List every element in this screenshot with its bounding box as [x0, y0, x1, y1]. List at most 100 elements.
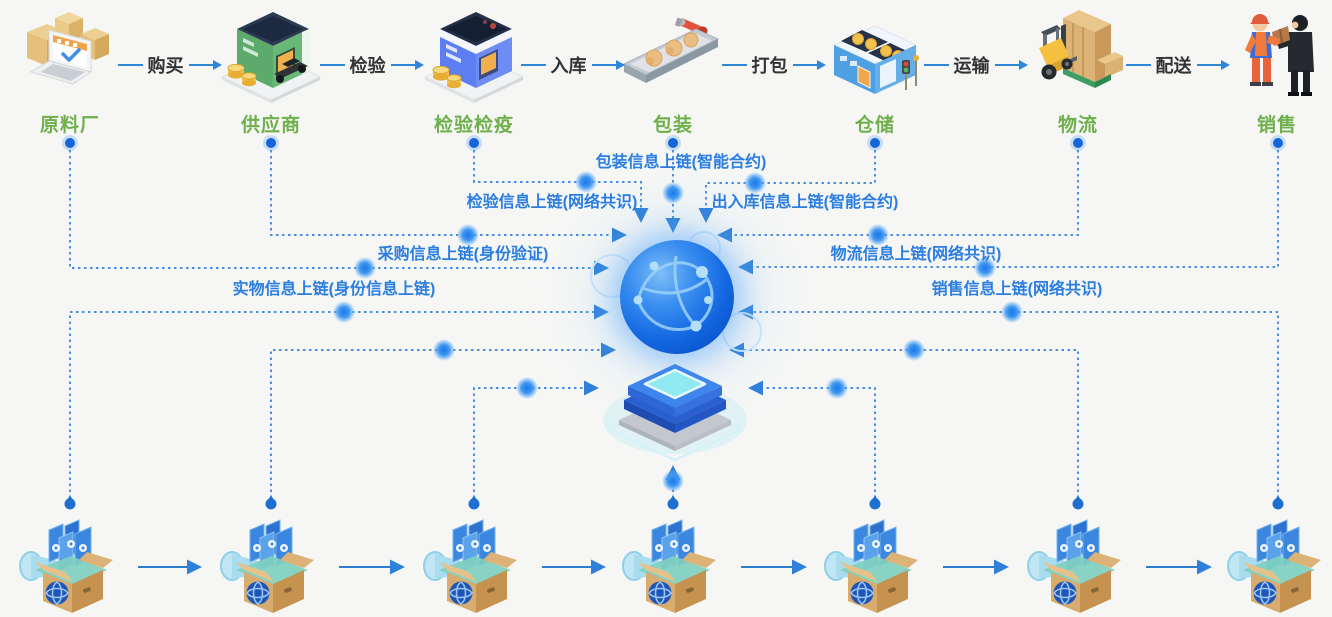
arrow-line — [521, 64, 546, 66]
sales-handover-icon — [1245, 14, 1314, 96]
glow-dot — [433, 339, 455, 361]
flow-arrow-pack: 打包 — [722, 52, 826, 78]
flow-arrow-inspect: 检验 — [320, 52, 424, 78]
link-box6-to-globe — [729, 342, 1079, 498]
flow-arrow-deliver: 配送 — [1126, 52, 1230, 78]
flow-label: 配送 — [1155, 56, 1192, 76]
raw-material-factory-icon — [27, 12, 109, 85]
chain-label-warehouse-in-out: 出入库信息上链(智能合约) — [711, 194, 899, 211]
flow-arrow-transport: 运输 — [924, 52, 1028, 78]
chain-label-packaging: 包装信息上链(智能合约) — [595, 154, 767, 171]
arrow-head-icon — [415, 60, 424, 70]
blockchain-product-box-icon — [220, 519, 315, 614]
link-box3-to-chip — [473, 380, 599, 498]
stage-packaging: 包装 — [618, 4, 728, 137]
supplier-building-icon — [220, 12, 322, 103]
arrow-line — [722, 64, 747, 66]
chain-label-physical: 实物信息上链(身份信息上链) — [232, 281, 436, 298]
arrow-line — [591, 64, 616, 66]
pin-marker-icon — [466, 496, 482, 512]
warehouse-building-icon — [832, 25, 919, 94]
stage-label: 原料厂 — [39, 115, 100, 136]
pin-marker-icon — [1070, 496, 1086, 512]
product-box-1 — [15, 512, 125, 614]
arrow-head-icon — [817, 60, 826, 70]
glow-dot — [903, 339, 925, 361]
glow-dot — [1001, 301, 1023, 323]
blockchain-network-globe — [620, 240, 734, 354]
link-box1-to-globe — [69, 304, 609, 498]
stage-label: 物流 — [1057, 115, 1098, 136]
node-dot — [266, 138, 276, 148]
stage-label: 销售 — [1256, 115, 1297, 136]
chain-label-logistics: 物流信息上链(网络共识) — [830, 246, 1002, 263]
pin-marker-icon — [62, 496, 78, 512]
stage-label: 供应商 — [240, 115, 301, 136]
blockchain-product-box-icon — [19, 519, 114, 614]
arrow-line — [118, 64, 143, 66]
node-dot — [1073, 138, 1083, 148]
arrow-line — [994, 64, 1019, 66]
flow-label: 打包 — [751, 56, 788, 76]
blockchain-product-box-icon — [423, 519, 518, 614]
stage-logistics: 物流 — [1023, 4, 1133, 137]
node-dot — [668, 138, 678, 148]
node-dot — [870, 138, 880, 148]
blockchain-product-box-icon — [1027, 519, 1122, 614]
arrow-head-icon — [1019, 60, 1028, 70]
node-dot — [1273, 138, 1283, 148]
blockchain-product-box-icon — [824, 519, 919, 614]
arrow-head-icon — [213, 60, 222, 70]
arrow-line — [390, 64, 415, 66]
product-box-6 — [1023, 512, 1133, 614]
arrow-head-icon — [616, 60, 625, 70]
stage-label: 包装 — [652, 115, 693, 136]
arrow-line — [924, 64, 949, 66]
product-box-2 — [216, 512, 326, 614]
chain-label-procurement: 采购信息上链(身份验证) — [377, 246, 549, 263]
node-dot — [65, 138, 75, 148]
chain-label-inspection: 检验信息上链(网络共识) — [466, 194, 638, 211]
chain-label-sales: 销售信息上链(网络共识) — [931, 281, 1103, 298]
stage-inspection: 检验检疫 — [419, 4, 529, 137]
flow-label: 入库 — [550, 56, 587, 76]
inspection-building-icon — [423, 12, 525, 103]
pin-marker-icon — [867, 496, 883, 512]
link-box7-to-globe — [738, 304, 1279, 498]
product-box-5 — [820, 512, 930, 614]
glow-dot — [516, 377, 538, 399]
stage-label: 仓储 — [854, 115, 895, 136]
flow-arrow-purchase: 购买 — [118, 52, 222, 78]
blockchain-product-box-icon — [622, 519, 717, 614]
arrow-line — [320, 64, 345, 66]
node-dot — [469, 138, 479, 148]
link-box2-to-globe — [270, 342, 616, 498]
flow-arrow-inbound: 入库 — [521, 52, 625, 78]
glow-dot — [826, 377, 848, 399]
glow-dot — [662, 470, 684, 492]
arrow-line — [1126, 64, 1151, 66]
flow-label: 运输 — [953, 56, 990, 76]
glow-dot — [333, 301, 355, 323]
pin-marker-icon — [1270, 496, 1286, 512]
stage-supplier: 供应商 — [216, 4, 326, 137]
arrow-line — [792, 64, 817, 66]
stage-raw-material: 原料厂 — [15, 4, 125, 137]
stage-label: 检验检疫 — [433, 115, 514, 136]
logistics-forklift-icon — [1039, 10, 1123, 88]
pin-marker-icon — [263, 496, 279, 512]
flow-label: 检验 — [349, 56, 386, 76]
globe-network-pattern — [633, 255, 714, 332]
blockchain-product-box-icon — [1227, 519, 1322, 614]
link-box5-to-chip — [748, 380, 876, 498]
arrow-head-icon — [1221, 60, 1230, 70]
arrow-line — [188, 64, 213, 66]
arrow-line — [1196, 64, 1221, 66]
product-box-3 — [419, 512, 529, 614]
blockchain-ledger-chip — [603, 364, 747, 462]
stage-sales: 销售 — [1222, 4, 1332, 137]
flow-label: 购买 — [147, 56, 184, 76]
stage-warehouse: 仓储 — [820, 4, 930, 137]
product-box-7 — [1223, 512, 1332, 614]
